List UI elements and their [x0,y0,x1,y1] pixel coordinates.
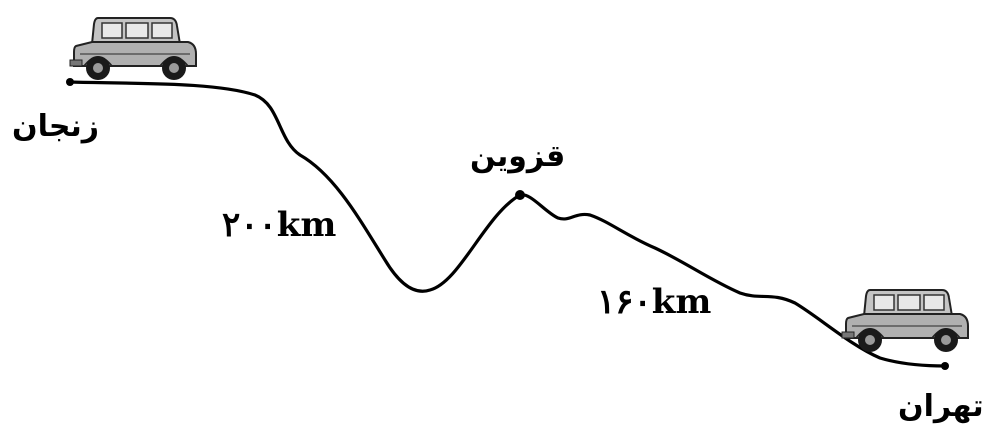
tehran-point [941,362,949,370]
road-path [68,80,947,368]
city-label-zanjan: زنجان [12,109,100,144]
city-label-qazvin: قزوين [470,139,566,174]
qazvin-point [515,190,525,200]
distance-label-zanjan-qazvin: ۲۰۰km [222,205,337,245]
end-jeep-icon [841,289,969,353]
zanjan-point [66,78,74,86]
distance-label-qazvin-tehran: ۱۶۰km [597,282,712,322]
city-label-tehran: تهران [898,389,984,424]
start-jeep-icon [69,17,197,81]
